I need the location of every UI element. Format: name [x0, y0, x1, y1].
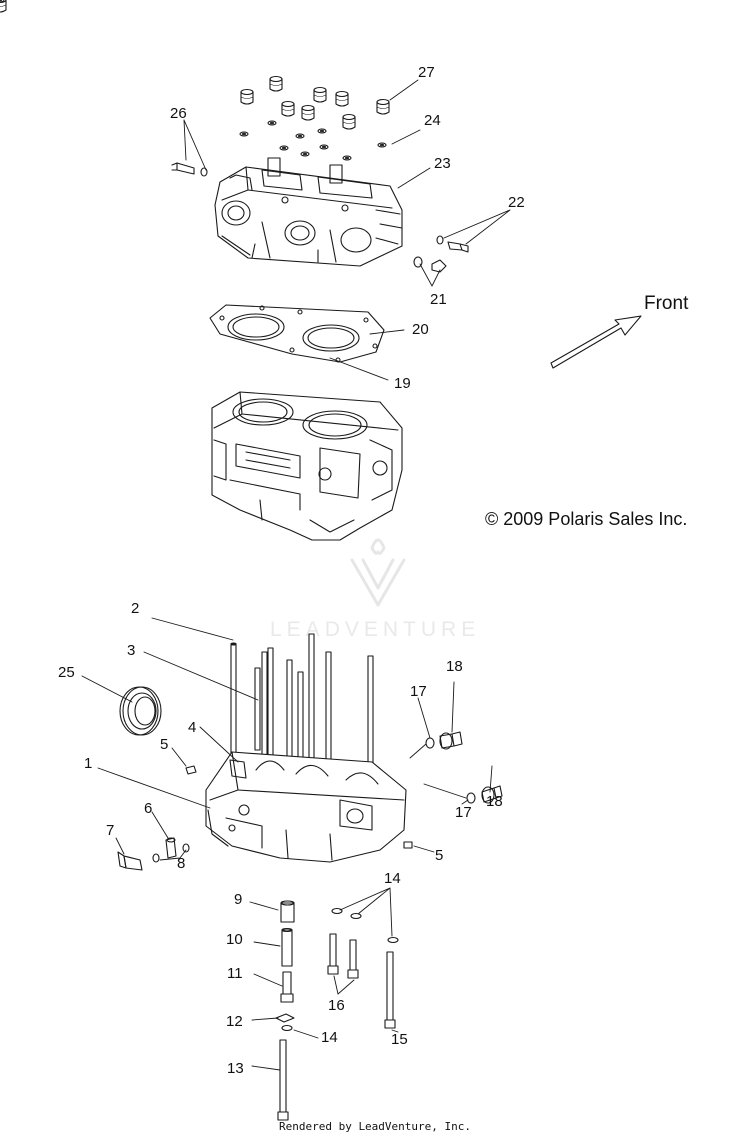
valve-caps — [0, 0, 390, 130]
callout-5-lower: 5 — [435, 847, 444, 864]
head-gasket — [209, 304, 385, 363]
callout-27: 27 — [418, 64, 435, 81]
callout-13: 13 — [227, 1060, 244, 1077]
plug-5-upper — [185, 765, 197, 775]
crankcase — [205, 751, 407, 863]
lower-hardware — [275, 900, 399, 1121]
callout-18-lower: 18 — [486, 793, 503, 810]
callout-20: 20 — [412, 321, 429, 338]
callout-5-upper: 5 — [160, 736, 169, 753]
callout-4: 4 — [188, 719, 197, 736]
cylinder-block — [211, 391, 403, 541]
watermark: LEADVENTURE — [270, 618, 481, 641]
callout-11: 11 — [227, 965, 243, 982]
callout-7: 7 — [106, 822, 115, 839]
callout-14-lower: 14 — [321, 1029, 338, 1046]
footer-credit: Rendered by LeadVenture, Inc. — [278, 1120, 472, 1133]
callout-8: 8 — [177, 855, 186, 872]
coolant-fitting — [413, 235, 469, 273]
callout-22: 22 — [508, 194, 525, 211]
callout-10: 10 — [226, 931, 243, 948]
valve-shims — [0, 0, 387, 161]
plug-5-lower — [403, 841, 413, 849]
callout-16: 16 — [328, 997, 345, 1014]
watermark-logo — [350, 538, 406, 607]
callout-23: 23 — [434, 155, 451, 172]
drain-fittings — [117, 837, 190, 871]
callout-24: 24 — [424, 112, 441, 129]
front-label: Front — [644, 293, 689, 314]
callout-19: 19 — [394, 375, 411, 392]
callout-12: 12 — [226, 1013, 243, 1030]
callout-18-upper: 18 — [446, 658, 463, 675]
callout-2: 2 — [131, 600, 140, 617]
front-direction-arrow — [550, 315, 642, 369]
callout-9: 9 — [234, 891, 243, 908]
callout-25: 25 — [58, 664, 75, 681]
callout-21: 21 — [430, 291, 447, 308]
temp-sensor-fitting — [171, 162, 208, 177]
callout-15: 15 — [391, 1031, 408, 1048]
callout-17-lower: 17 — [455, 804, 472, 821]
leader-lines — [81, 79, 511, 1071]
callout-17-upper: 17 — [410, 683, 427, 700]
crank-seal — [119, 686, 162, 736]
callout-1: 1 — [84, 755, 93, 772]
callout-26: 26 — [170, 105, 187, 122]
callout-14-upper: 14 — [384, 870, 401, 887]
cylinder-head — [214, 157, 403, 267]
copyright-notice: © 2009 Polaris Sales Inc. — [485, 509, 688, 529]
callout-3: 3 — [127, 642, 136, 659]
callout-6: 6 — [144, 800, 153, 817]
